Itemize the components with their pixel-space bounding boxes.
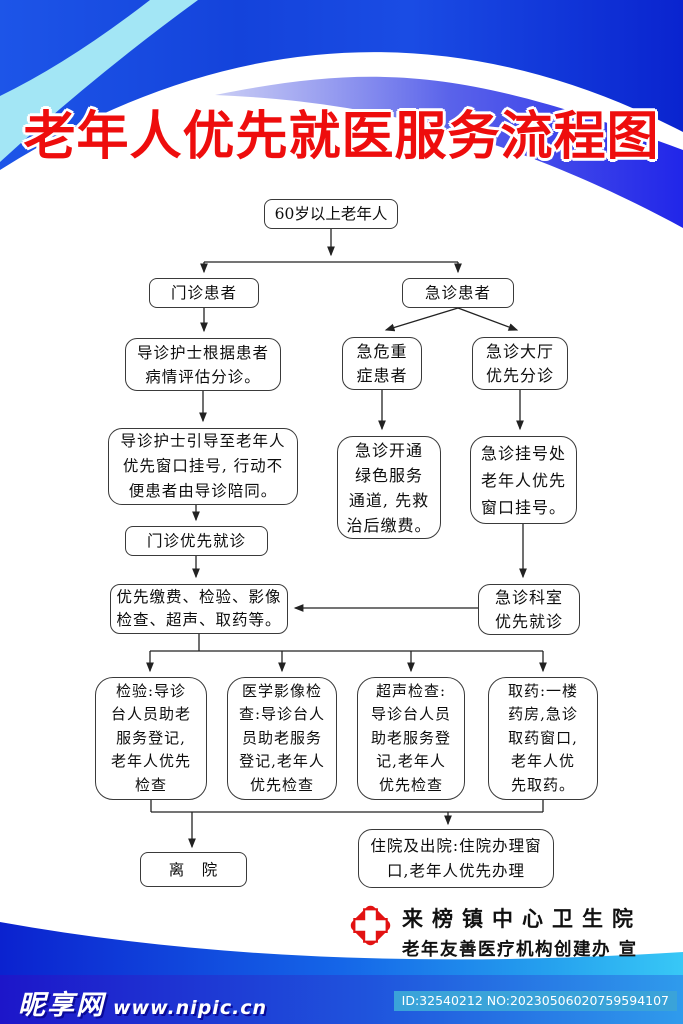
node-er-department-priority: 急诊科室 优先就诊	[478, 584, 580, 635]
poster-title: 老年人优先就医服务流程图	[23, 107, 660, 167]
nipic-logo-text: 昵享网	[18, 990, 105, 1021]
node-admission-discharge-window: 住院及出院:住院办理窗 口,老年人优先办理	[358, 829, 554, 888]
node-triage-assessment: 导诊护士根据患者 病情评估分诊。	[125, 338, 281, 391]
node-outpatient-priority-visit: 门诊优先就诊	[125, 526, 268, 556]
node-outpatient: 门诊患者	[149, 278, 259, 308]
node-emergency: 急诊患者	[402, 278, 514, 308]
node-green-channel: 急诊开通 绿色服务 通道, 先救 治后缴费。	[337, 436, 441, 539]
nipic-brand: 昵享网 www.nipic.cn	[18, 983, 267, 1022]
node-er-registration-window: 急诊挂号处 老年人优先 窗口挂号。	[470, 436, 577, 524]
image-id-badge: ID:32540212 NO:20230506020759594107	[393, 991, 677, 1011]
node-medical-imaging: 医学影像检 查:导诊台人 员助老服务 登记,老年人 优先检查	[227, 677, 337, 800]
top-swoosh-decoration	[0, 0, 683, 228]
node-pharmacy: 取药:一楼 药房,急诊 取药窗口, 老年人优 先取药。	[488, 677, 598, 800]
nipic-url: www.nipic.cn	[113, 997, 268, 1019]
node-discharge: 离 院	[140, 852, 247, 887]
node-ultrasound: 超声检查: 导诊台人员 助老服务登 记,老年人 优先检查	[357, 677, 465, 800]
hospital-signature: 来榜镇中心卫生院 老年友善医疗机构创建办 宣	[402, 903, 642, 961]
node-critical-patient: 急危重 症患者	[342, 337, 422, 390]
node-age-60-plus: 60岁以上老年人	[264, 199, 398, 229]
node-er-hall-triage: 急诊大厅 优先分诊	[472, 337, 568, 390]
hospital-subtitle: 老年友善医疗机构创建办 宣	[402, 940, 638, 960]
node-priority-payment-services: 优先缴费、检验、影像 检查、超声、取药等。	[110, 584, 288, 634]
watermark-bar: 昵享网 www.nipic.cn ID:32540212 NO:202305060…	[0, 975, 683, 1024]
node-lab-test: 检验:导诊 台人员助老 服务登记, 老年人优先 检查	[95, 677, 207, 800]
hospital-cross-logo	[350, 905, 391, 946]
node-guide-to-priority-window: 导诊护士引导至老年人 优先窗口挂号, 行动不 便患者由导诊陪同。	[108, 428, 298, 505]
hospital-name: 来榜镇中心卫生院	[402, 907, 642, 931]
